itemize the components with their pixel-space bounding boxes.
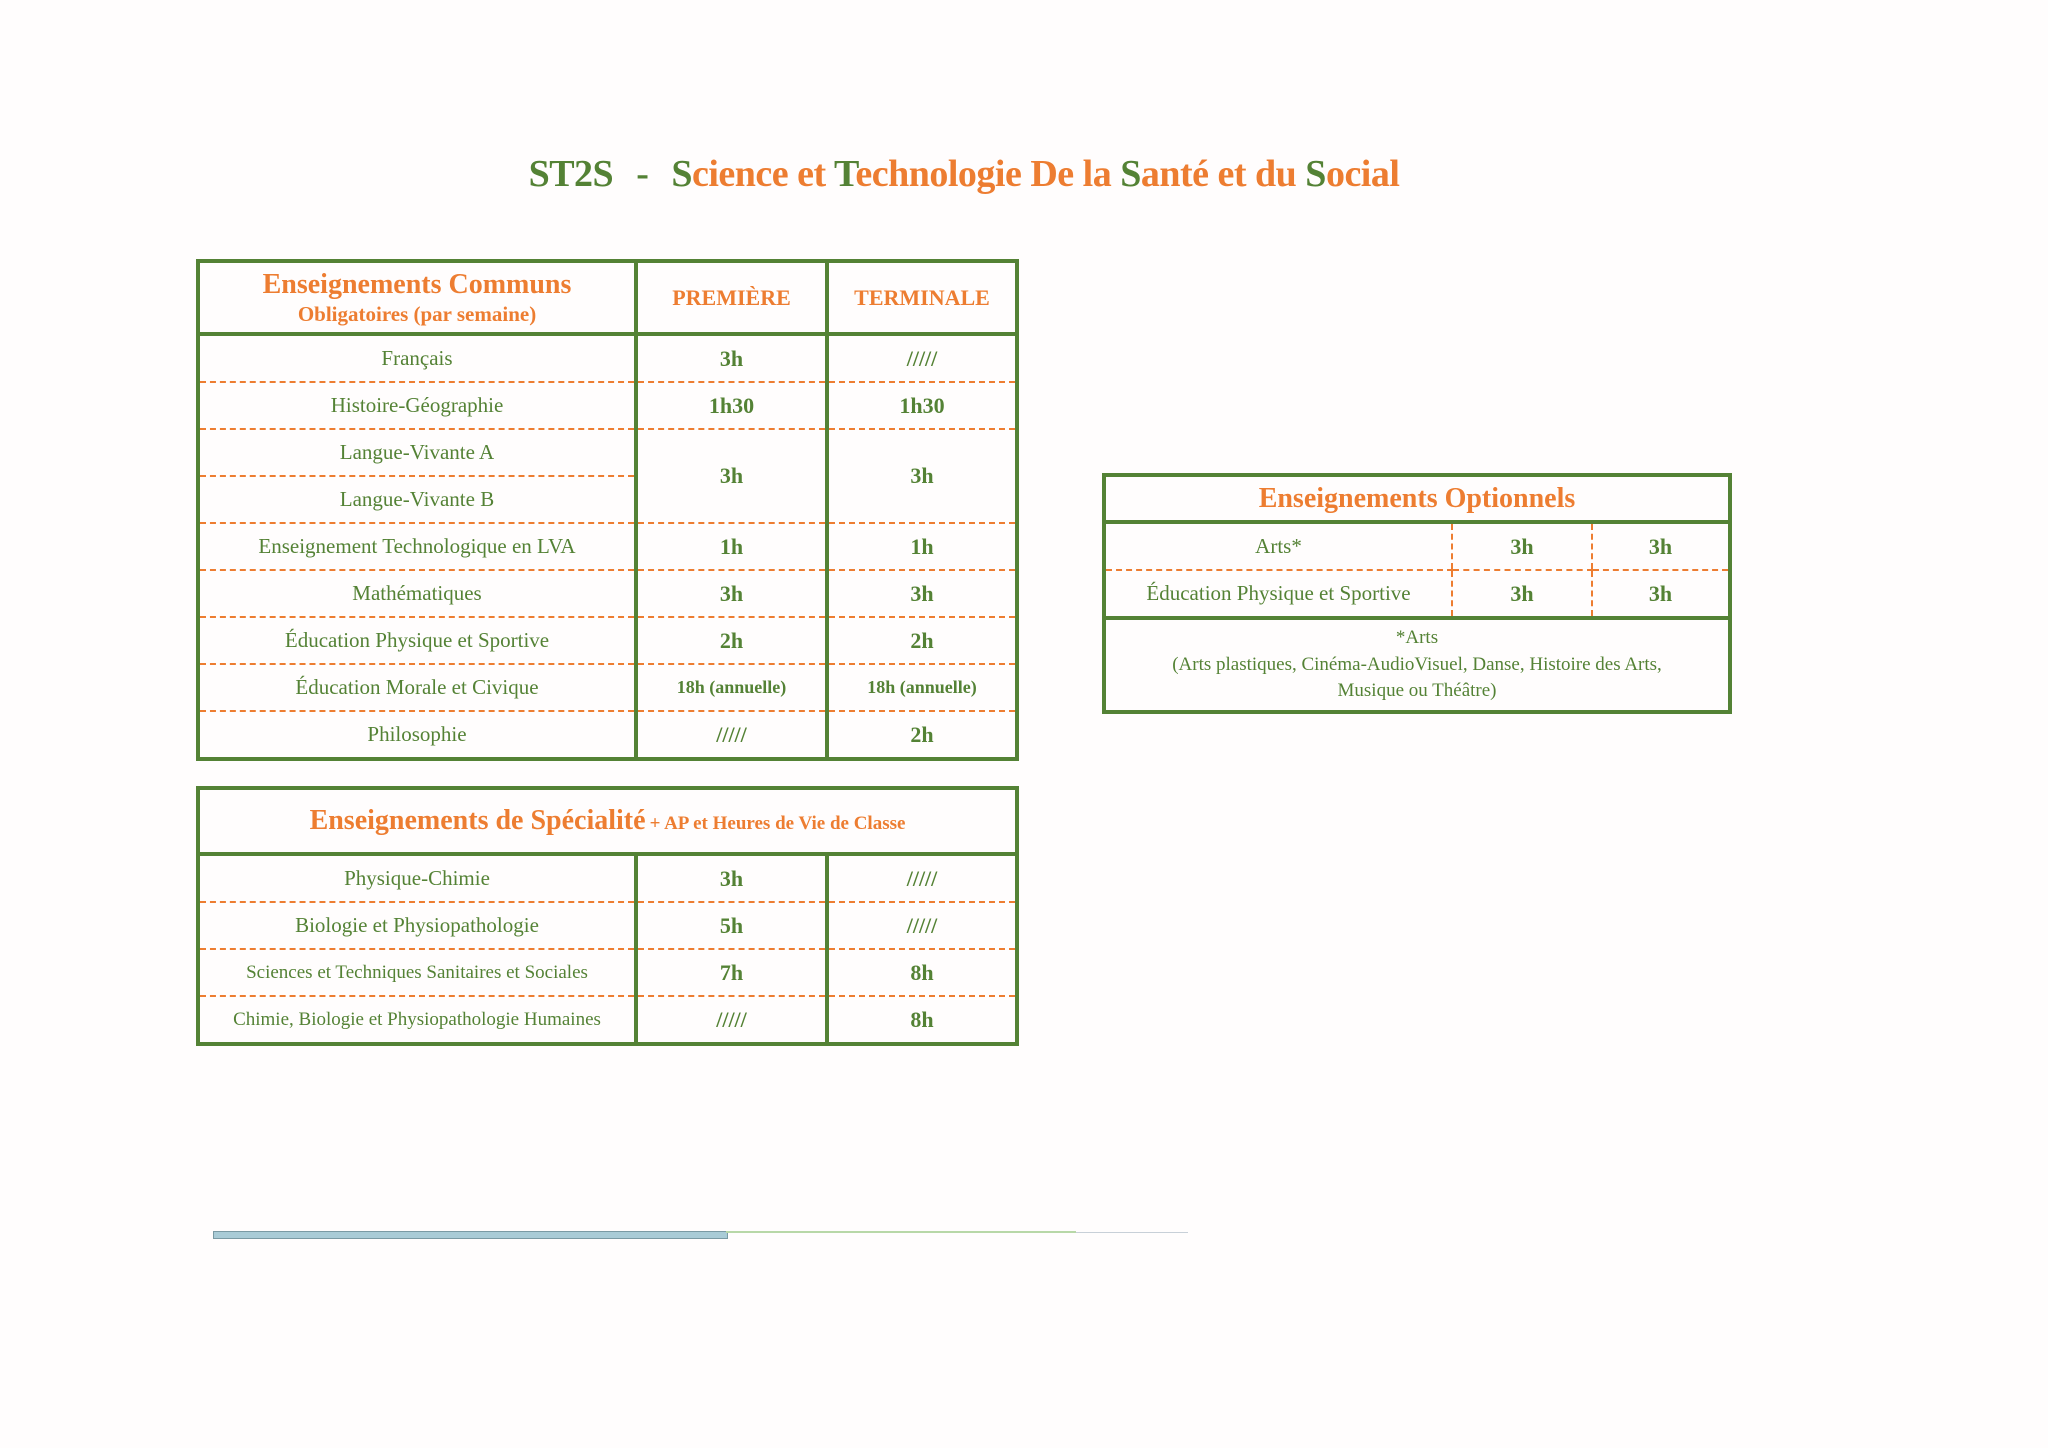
subject: Éducation Physique et Sportive xyxy=(198,617,636,665)
hours-terminale: ///// xyxy=(825,902,1017,950)
subject: Éducation Physique et Sportive xyxy=(1104,570,1452,620)
hours-premiere: 5h xyxy=(634,902,827,950)
common-heading: Enseignements Communs xyxy=(262,269,572,301)
hours-terminale: 3h xyxy=(825,570,1017,618)
title-part: echnologie De la xyxy=(855,153,1121,195)
hours-terminale: 3h xyxy=(825,429,1017,524)
subject: Français xyxy=(198,334,636,383)
title-part: cience et xyxy=(691,153,834,195)
hours-terminale: 3h xyxy=(1591,570,1730,620)
hours-terminale: 18h (annuelle) xyxy=(825,664,1017,712)
subject: Physique-Chimie xyxy=(198,854,636,903)
title-part: T xyxy=(833,153,856,195)
title-code: ST2S xyxy=(528,153,614,195)
table-row: Chimie, Biologie et Physiopathologie Hum… xyxy=(198,996,1017,1044)
arts-note: *Arts (Arts plastiques, Cinéma-AudioVisu… xyxy=(1104,618,1730,712)
hours-premiere: 1h30 xyxy=(634,382,827,430)
hours-terminale: 1h xyxy=(825,523,1017,571)
hours-premiere: 3h xyxy=(1451,522,1592,571)
subject: Langue-Vivante B xyxy=(198,476,636,524)
hours-premiere: ///// xyxy=(634,711,827,759)
hours-premiere: 7h xyxy=(634,949,827,997)
hours-premiere: 3h xyxy=(634,854,827,903)
scan-artifact-line xyxy=(213,1231,1188,1239)
table-row: Sciences et Techniques Sanitaires et Soc… xyxy=(198,949,1017,997)
table-header: Enseignements Optionnels xyxy=(1104,475,1730,524)
hours-terminale: 8h xyxy=(825,996,1017,1044)
hours-premiere: 1h xyxy=(634,523,827,571)
col-terminale: TERMINALE xyxy=(825,261,1017,336)
speciality-courses-table: Enseignements de Spécialité + AP et Heur… xyxy=(196,786,1019,1046)
title-separator: - xyxy=(636,153,649,195)
title-part: anté et du xyxy=(1140,153,1306,195)
hours-premiere: 2h xyxy=(634,617,827,665)
subject: Histoire-Géographie xyxy=(198,382,636,430)
hours-premiere: 3h xyxy=(634,334,827,383)
note-line: (Arts plastiques, Cinéma-AudioVisuel, Da… xyxy=(1172,653,1662,675)
speciality-extra: + AP et Heures de Vie de Classe xyxy=(649,813,906,834)
table-row: Langue-Vivante B xyxy=(198,476,1017,524)
hours-terminale: 2h xyxy=(825,617,1017,665)
hours-terminale: 8h xyxy=(825,949,1017,997)
subject: Arts* xyxy=(1104,522,1452,571)
page-title: ST2S - Science et Technologie De la Sant… xyxy=(0,152,1928,196)
title-part: ocial xyxy=(1325,153,1400,195)
subject: Philosophie xyxy=(367,722,467,746)
subject: Langue-Vivante A xyxy=(198,429,636,477)
hours-terminale: 1h30 xyxy=(825,382,1017,430)
table-row: Philosophie /////2h xyxy=(198,711,1017,759)
title-part: S xyxy=(1120,153,1141,195)
hours-premiere: 3h xyxy=(1451,570,1592,620)
subject: Mathématiques xyxy=(198,570,636,618)
title-part: S xyxy=(671,153,692,195)
common-courses-table: Enseignements Communs Obligatoires (par … xyxy=(196,259,1019,761)
hours-premiere: 3h xyxy=(634,429,827,524)
hours-premiere: 18h (annuelle) xyxy=(634,664,827,712)
table-header: Enseignements de Spécialité + AP et Heur… xyxy=(198,788,1017,856)
hours-terminale: ///// xyxy=(825,334,1017,383)
title-name: Science et Technologie De la Santé et du… xyxy=(671,153,1400,195)
hours-premiere: ///// xyxy=(634,996,827,1044)
hours-terminale: 2h xyxy=(825,711,1017,759)
subject: Éducation Morale et Civique xyxy=(198,664,636,712)
title-part: S xyxy=(1305,153,1326,195)
speciality-heading: Enseignements de Spécialité xyxy=(309,805,646,836)
subject: Sciences et Techniques Sanitaires et Soc… xyxy=(198,949,636,997)
hours-premiere: 3h xyxy=(634,570,827,618)
table-header: Enseignements Communs Obligatoires (par … xyxy=(198,261,1017,336)
subject: Enseignement Technologique en LVA xyxy=(198,523,636,571)
col-premiere: PREMIÈRE xyxy=(634,261,827,336)
note-title: *Arts xyxy=(1395,627,1439,649)
hours-terminale: 3h xyxy=(1591,522,1730,571)
subject: Biologie et Physiopathologie xyxy=(198,902,636,950)
subject: Chimie, Biologie et Physiopathologie Hum… xyxy=(233,1008,601,1030)
hours-terminale: ///// xyxy=(825,854,1017,903)
optional-heading: Enseignements Optionnels xyxy=(1104,475,1730,524)
common-subheading: Obligatoires (par semaine) xyxy=(297,301,537,326)
note-line: Musique ou Théâtre) xyxy=(1337,680,1497,702)
